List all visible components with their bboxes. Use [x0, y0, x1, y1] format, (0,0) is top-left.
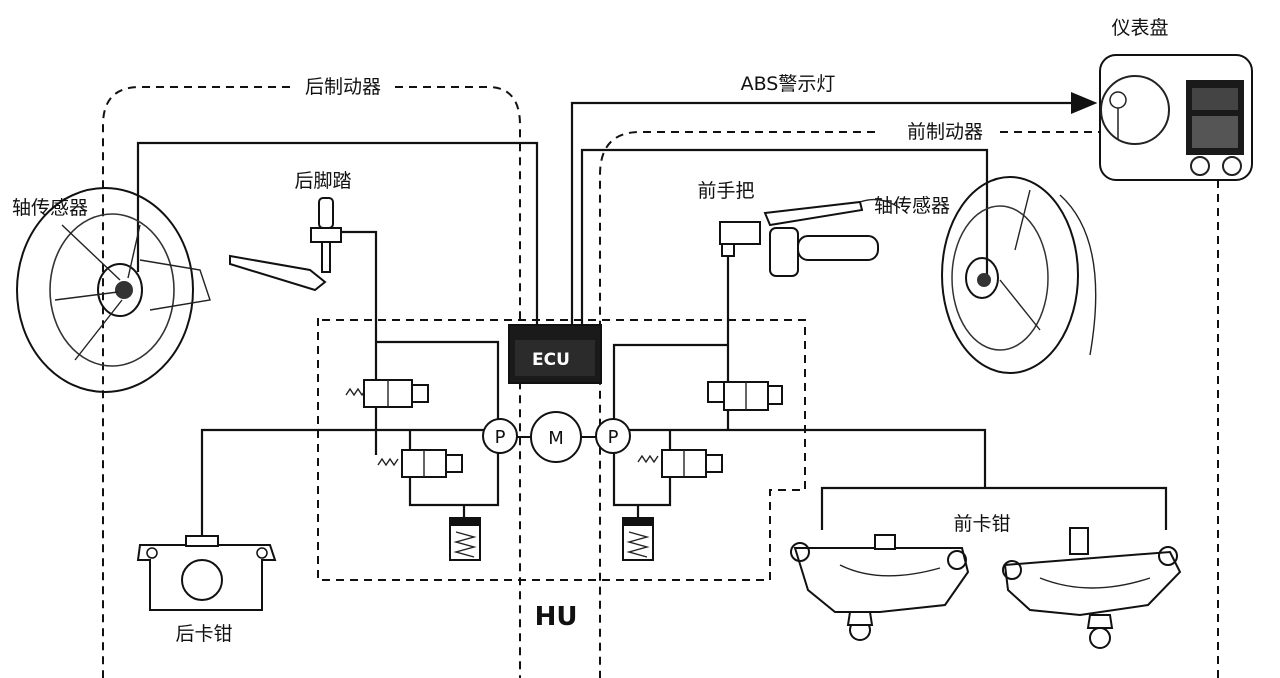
- spring-reservoir-icon: [449, 517, 481, 561]
- front-caliper-line: [626, 428, 1168, 530]
- ecu-face: [515, 340, 595, 376]
- ecu-label: ECU: [532, 350, 570, 370]
- solenoid-valve-icon: [707, 381, 783, 411]
- front-caliper-label: 前卡钳: [953, 513, 1010, 535]
- front-handle-label: 前手把: [697, 180, 754, 202]
- wheel-icon: [16, 187, 211, 393]
- dashboard-label: 仪表盘: [1111, 17, 1168, 39]
- pedal-icon: [229, 197, 342, 292]
- pump-left: [482, 418, 518, 454]
- solenoid-valve-icon: [377, 449, 463, 478]
- pump-right: [595, 418, 631, 454]
- motor: [530, 411, 582, 463]
- rear-return-line: [408, 450, 500, 518]
- rear-pedal-label: 后脚踏: [294, 170, 351, 192]
- hu-boundary: [317, 318, 806, 581]
- front-axle-sensor-label: 轴传感器: [874, 195, 950, 217]
- abs-warning-label: ABS警示灯: [741, 73, 836, 95]
- spring-reservoir-icon: [622, 517, 654, 561]
- pump-left-label: P: [495, 427, 506, 448]
- pump-right-label: P: [608, 427, 619, 448]
- motor-label: M: [548, 428, 564, 449]
- solenoid-valve-icon: [345, 379, 429, 408]
- handlebar-lever-icon: [719, 198, 901, 277]
- wheel-icon: [941, 176, 1097, 374]
- rear-sensor-wire: [136, 141, 539, 325]
- solenoid-valve-icon: [637, 449, 723, 478]
- front-brake-boundary: [599, 131, 875, 678]
- brake-caliper-icon: [790, 534, 970, 641]
- rear-upper-bus: [376, 340, 500, 420]
- rear-caliper-line: [200, 428, 488, 540]
- front-brake-label: 前制动器: [907, 121, 983, 143]
- brake-caliper-icon: [136, 535, 277, 611]
- front-upper-bus: [612, 343, 728, 420]
- brake-caliper-icon: [1002, 527, 1182, 649]
- rear-caliper-label: 后卡钳: [175, 623, 232, 645]
- front-sensor-wire: [580, 148, 989, 325]
- gauge-icon: [1099, 54, 1253, 181]
- rear-axle-sensor-label: 轴传感器: [12, 197, 88, 219]
- rear-brake-boundary-right: [395, 86, 521, 678]
- abs-lamp-wire: [570, 92, 1098, 325]
- hu-label: HU: [535, 602, 578, 632]
- rear-brake-label: 后制动器: [305, 76, 381, 98]
- front-return-line: [612, 450, 672, 518]
- rear-pedal-line: [340, 230, 378, 380]
- front-valve-link: [668, 410, 730, 450]
